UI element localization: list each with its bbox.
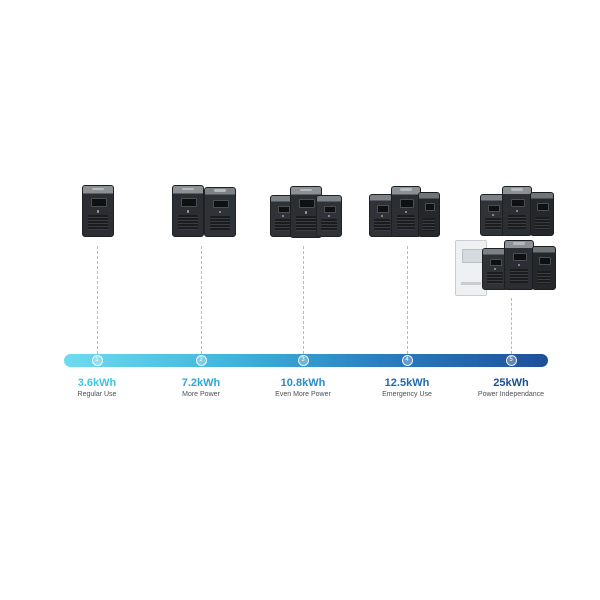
power-station-unit: [502, 186, 532, 236]
step-marker-3: 3: [297, 355, 309, 366]
power-station-unit: [172, 185, 204, 237]
power-station-unit: [391, 186, 421, 237]
power-station-unit: [290, 186, 322, 238]
capacity-value: 25kWh: [493, 377, 529, 389]
step-marker-5: 5: [505, 355, 517, 366]
use-case-label: Emergency Use: [382, 391, 432, 398]
smart-extra-battery-unit: [530, 192, 554, 236]
capacity-value: 10.8kWh: [280, 377, 326, 389]
extra-battery-unit: [316, 195, 342, 237]
connector-line: [407, 246, 408, 354]
smart-extra-battery-unit: [418, 192, 440, 237]
power-station-unit: [82, 185, 114, 237]
extra-battery-unit: [204, 187, 236, 237]
use-case-label: Regular Use: [77, 391, 117, 398]
connector-line: [303, 246, 304, 354]
use-case-label: Power Independance: [477, 391, 545, 398]
capacity-value: 3.6kWh: [77, 377, 117, 389]
step-label-1: 3.6kWh Regular Use: [42, 377, 152, 399]
extra-battery-unit: [369, 194, 395, 237]
extra-battery-unit: [482, 248, 508, 290]
step-marker-1: 1: [91, 355, 103, 366]
capacity-value: 7.2kWh: [181, 377, 221, 389]
power-station-unit: [504, 240, 534, 290]
step-label-4: 12.5kWh Emergency Use: [352, 377, 462, 399]
smart-extra-battery-unit: [532, 246, 556, 290]
step-label-5: 25kWh Power Independance: [456, 377, 566, 399]
connector-line: [511, 298, 512, 354]
use-case-label: Even More Power: [275, 391, 331, 398]
capacity-value: 12.5kWh: [384, 377, 430, 389]
connector-line: [97, 246, 98, 354]
step-marker-2: 2: [195, 355, 207, 366]
extra-battery-unit: [480, 194, 506, 236]
step-marker-4: 4: [401, 355, 413, 366]
use-case-label: More Power: [182, 391, 220, 398]
connector-line: [201, 246, 202, 354]
step-label-3: 10.8kWh Even More Power: [248, 377, 358, 399]
step-label-2: 7.2kWh More Power: [146, 377, 256, 399]
